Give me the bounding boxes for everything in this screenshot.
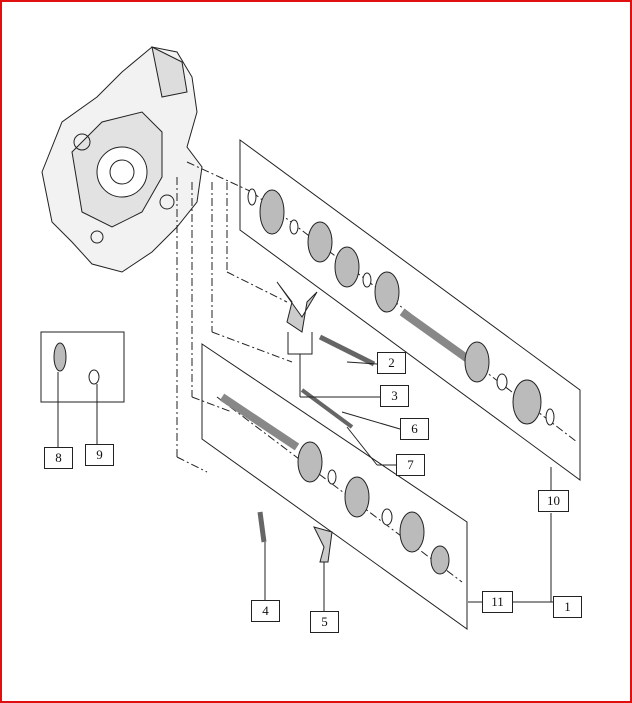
inset-box [40, 331, 125, 403]
callout-2: 2 [377, 352, 406, 374]
callout-11: 11 [482, 591, 513, 613]
callout-10: 10 [538, 490, 569, 512]
callout-8: 8 [44, 447, 73, 469]
callout-7: 7 [396, 454, 425, 476]
callout-1: 1 [553, 596, 582, 618]
callout-4: 4 [251, 600, 280, 622]
callout-6: 6 [400, 418, 429, 440]
countershaft-assembly [219, 393, 450, 575]
callout-9: 9 [85, 444, 114, 466]
mainshaft-panel [239, 139, 581, 481]
engine-case [41, 46, 203, 273]
callout-3: 3 [380, 385, 409, 407]
callout-5: 5 [310, 611, 339, 633]
starter-shaft-part [53, 342, 100, 385]
callout-leaders [57, 332, 553, 612]
countershaft-panel [201, 343, 468, 630]
mainshaft-assembly [247, 188, 555, 426]
shift-forks [257, 281, 376, 563]
